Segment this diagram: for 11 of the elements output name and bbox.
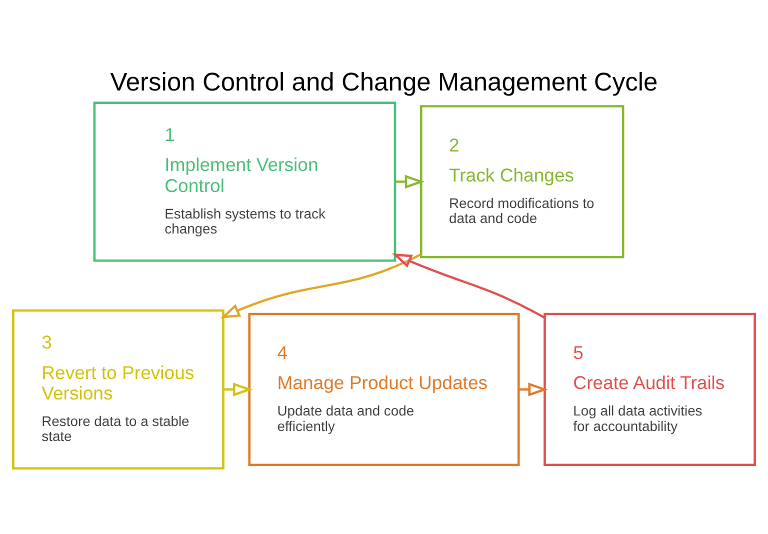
arrow (395, 174, 425, 189)
diagram-title: Version Control and Change Management Cycle (110, 68, 658, 97)
node-box: 3 Revert to Previous Versions Restore data to a stable state (12, 309, 224, 470)
arrow (392, 253, 546, 319)
node-box: 1 Implement Version Control Establish systems to track changes (93, 102, 396, 262)
node-box: 5 Create Audit Trails Log all data activities for accountability (544, 312, 756, 466)
arrow (224, 382, 253, 396)
node-box: 2 Track Changes Record modifications to data and code (420, 105, 624, 258)
arrow (220, 253, 422, 318)
arrow (518, 382, 548, 396)
node-box: 4 Manage Product Updates Update data and code efficiently (248, 312, 520, 466)
